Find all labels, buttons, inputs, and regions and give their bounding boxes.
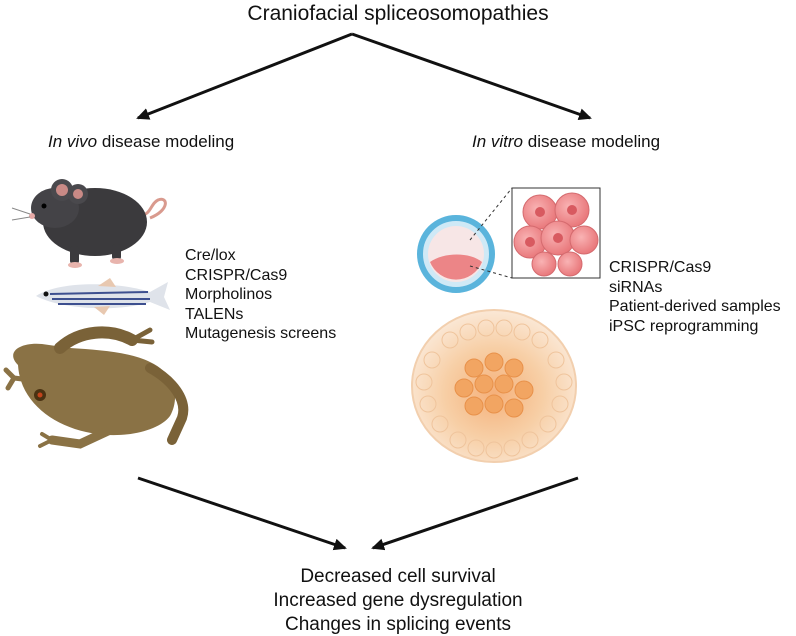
invitro-method-item: siRNAs (609, 278, 663, 296)
arrow-to-invitro (351, 32, 592, 120)
blastocyst-icon (417, 187, 513, 293)
invitro-heading-italic: In vitro (472, 132, 524, 151)
invivo-methods-list: Cre/lox CRISPR/Cas9 Morpholinos TALENs M… (185, 246, 336, 344)
outcome-gene-dysregulation: Increased gene dysregulation (273, 590, 523, 611)
outcome-cell-survival: Decreased cell survival (300, 566, 496, 587)
zebrafish-icon (36, 278, 170, 315)
invivo-heading-rest: disease modeling (97, 132, 235, 151)
invitro-methods-list: CRISPR/Cas9 siRNAs Patient-derived sampl… (609, 258, 781, 336)
frog-icon (3, 326, 189, 449)
outcome-splicing-events: Changes in splicing events (284, 614, 512, 635)
arrow-invivo-to-outcome (137, 476, 347, 551)
arrow-to-invivo (136, 32, 353, 120)
invivo-method-item: Cre/lox (185, 247, 236, 264)
diagram-title: Craniofacial spliceosomopathies (247, 2, 549, 25)
arrow-invitro-to-outcome (371, 476, 579, 551)
ipsc-colony-icon (411, 309, 577, 463)
cell-cluster-icon (511, 187, 601, 279)
invivo-method-item: CRISPR/Cas9 (185, 266, 288, 284)
invitro-method-item: CRISPR/Cas9 (609, 259, 712, 276)
invitro-heading: In vitro disease modeling (472, 132, 660, 152)
invitro-method-item: Patient-derived samples (609, 298, 781, 315)
invivo-method-item: TALENs (185, 305, 244, 323)
invivo-heading: In vivo disease modeling (48, 132, 234, 152)
arrows-group (136, 32, 592, 551)
invivo-heading-italic: In vivo (48, 132, 98, 151)
invitro-heading-rest: disease modeling (523, 132, 661, 151)
invivo-method-item: Mutagenesis screens (185, 325, 337, 342)
mouse-icon (11, 179, 167, 268)
invitro-method-item: iPSC reprogramming (609, 317, 759, 335)
invivo-method-item: Morpholinos (185, 286, 273, 303)
